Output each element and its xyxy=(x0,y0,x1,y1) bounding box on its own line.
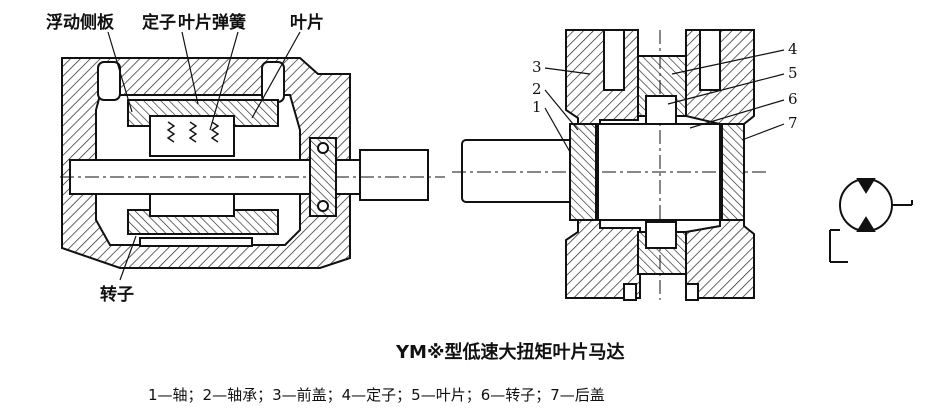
shaft-end xyxy=(359,149,429,201)
right-sectional-view xyxy=(452,29,785,301)
label-vane: 叶片 xyxy=(290,12,324,33)
parts-legend: 1—轴；2—轴承；3—前盖；4—定子；5—叶片；6—转子；7—后盖 xyxy=(148,386,605,404)
bolt-rear xyxy=(685,283,699,301)
part-number-5: 5 xyxy=(788,64,798,82)
shaft-right xyxy=(461,139,599,203)
bearing-right-front xyxy=(569,123,597,221)
port-front xyxy=(603,29,625,91)
bolt-front xyxy=(623,283,637,301)
vane-bar xyxy=(139,237,253,247)
spring-3 xyxy=(210,121,220,143)
part-number-4: 4 xyxy=(788,40,798,58)
inlet-arrow xyxy=(856,178,876,194)
spring-2 xyxy=(188,121,198,143)
hydraulic-motor-symbol xyxy=(829,178,913,263)
bearing-ball-bottom xyxy=(317,200,329,212)
bearing-ball-top xyxy=(317,142,329,154)
spring-1 xyxy=(166,121,176,143)
label-vane-spring: 叶片弹簧 xyxy=(178,12,246,33)
vane-block-lower xyxy=(645,221,677,249)
front-cover xyxy=(565,29,641,299)
vane-block xyxy=(645,95,677,125)
part-number-labels: 3 2 1 4 5 6 7 xyxy=(532,40,798,132)
left-sectional-view xyxy=(60,31,445,281)
label-rotor: 转子 xyxy=(100,284,134,305)
part-number-7: 7 xyxy=(788,114,798,132)
label-floating-side-plate: 浮动侧板 xyxy=(46,12,115,33)
part-number-6: 6 xyxy=(788,90,798,108)
label-stator: 定子 xyxy=(142,12,176,33)
port-rear xyxy=(699,29,721,91)
part-number-2: 2 xyxy=(532,80,542,98)
diagram-title: YM※型低速大扭矩叶片马达 xyxy=(395,341,624,363)
bearing-right-rear xyxy=(721,123,745,221)
part-number-3: 3 xyxy=(532,58,542,76)
port-left xyxy=(97,61,121,101)
part-number-1: 1 xyxy=(532,98,542,116)
outlet-arrow xyxy=(856,216,876,232)
port-right xyxy=(261,61,285,103)
